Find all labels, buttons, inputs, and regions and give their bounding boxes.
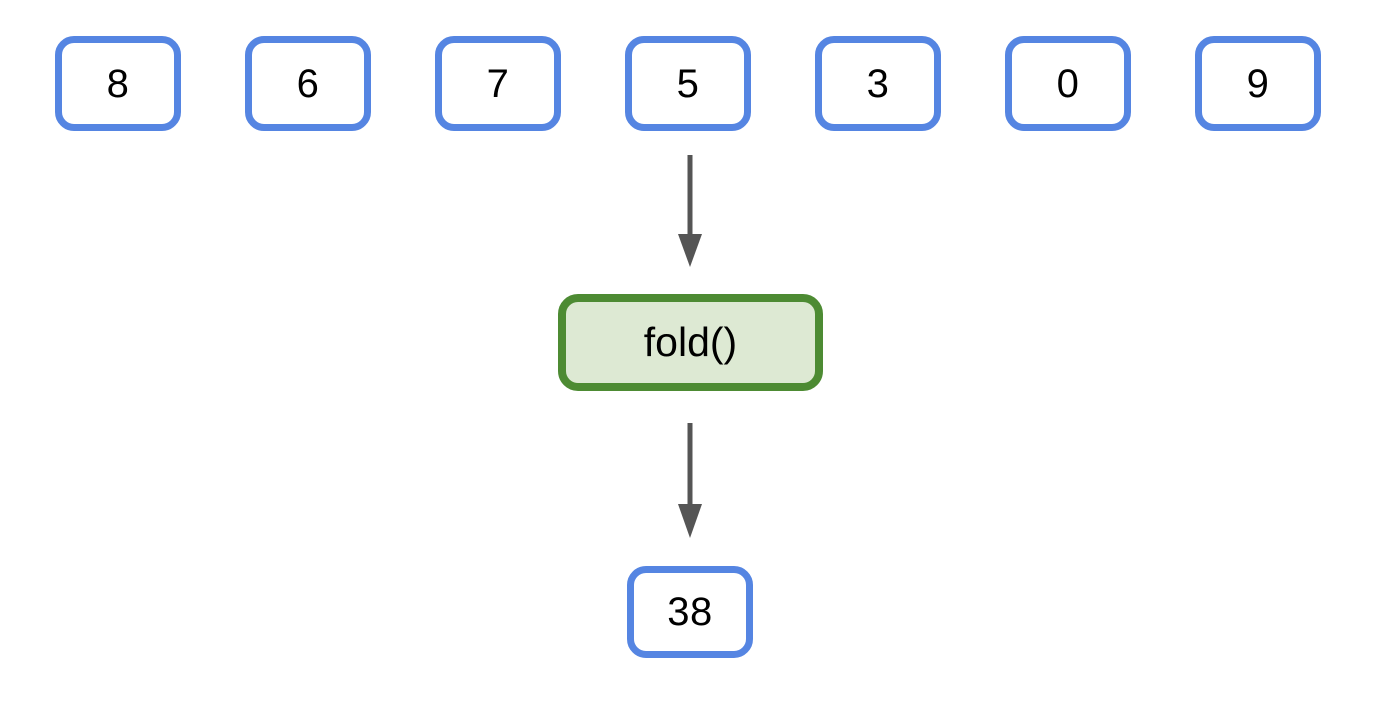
input-value-label: 7 [486,61,510,106]
input-value-box-4[interactable]: 3 [815,36,941,131]
result-value-box[interactable]: 38 [627,566,753,658]
result-value-label: 38 [667,590,713,634]
input-value-label: 3 [866,61,890,106]
input-value-label: 9 [1246,61,1270,106]
fold-operation-box[interactable]: fold() [558,294,823,391]
input-value-box-5[interactable]: 0 [1005,36,1131,131]
input-value-box-2[interactable]: 7 [435,36,561,131]
input-value-label: 0 [1056,61,1080,106]
input-value-box-1[interactable]: 6 [245,36,371,131]
input-value-label: 8 [106,61,130,106]
input-value-label: 6 [296,61,320,106]
input-value-box-3[interactable]: 5 [625,36,751,131]
input-value-box-0[interactable]: 8 [55,36,181,131]
fold-operation-label: fold() [643,319,738,365]
arrow-down-icon-to-fold [678,155,702,267]
input-value-label: 5 [676,61,700,106]
arrow-down-icon-to-result [678,423,702,538]
input-value-box-6[interactable]: 9 [1195,36,1321,131]
input-values-row: 8 6 7 5 3 0 9 [55,36,1321,131]
